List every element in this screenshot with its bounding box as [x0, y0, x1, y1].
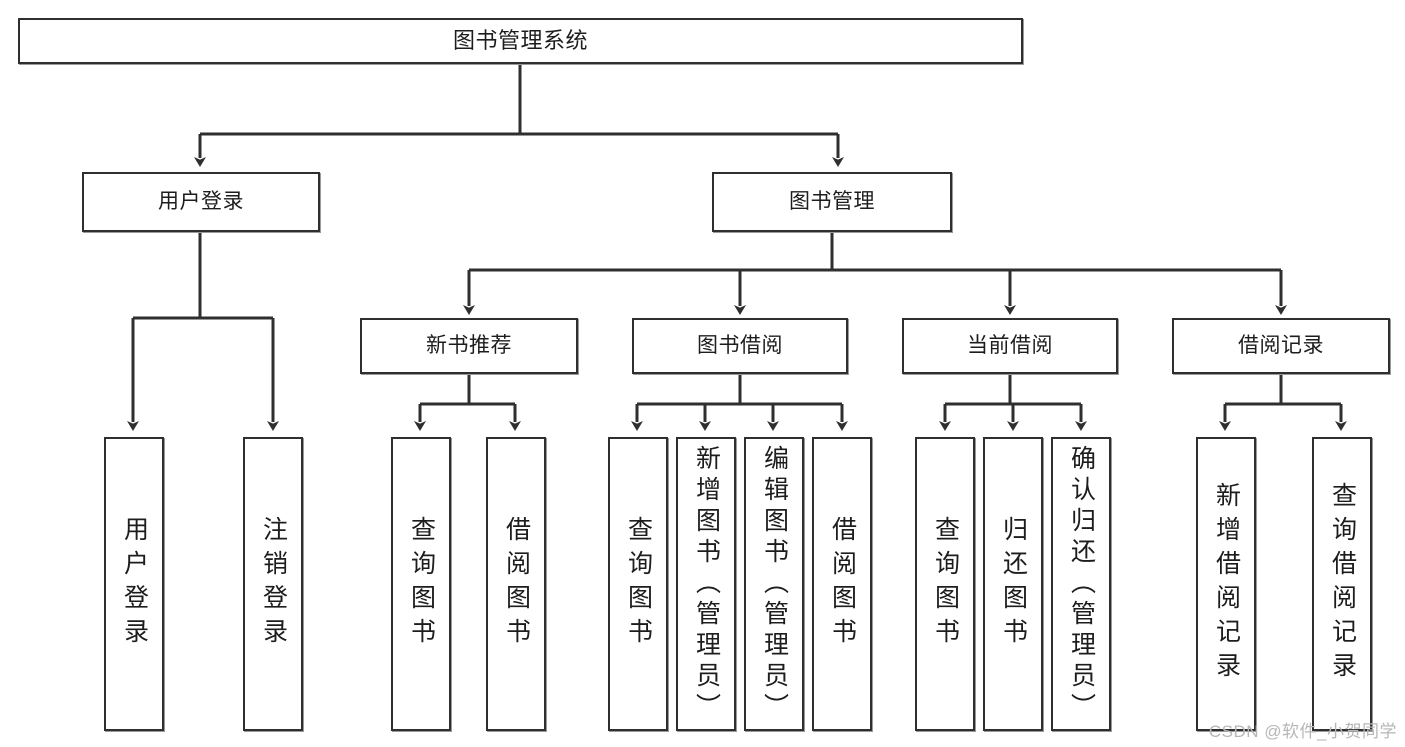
node-leaf-query-book-borrow[interactable]: 查询图书 — [608, 437, 668, 731]
node-current-borrow[interactable]: 当前借阅 — [902, 318, 1118, 374]
node-label: 当前借阅 — [967, 334, 1053, 358]
node-borrow-record[interactable]: 借阅记录 — [1172, 318, 1390, 374]
node-book-manage[interactable]: 图书管理 — [712, 172, 952, 232]
node-user-login[interactable]: 用户登录 — [82, 172, 320, 232]
node-label: 用户登录 — [158, 190, 244, 214]
node-leaf-add-book[interactable]: 新增图书（管理员） — [676, 437, 736, 731]
node-leaf-query-book-current[interactable]: 查询图书 — [915, 437, 975, 731]
node-root-system[interactable]: 图书管理系统 — [18, 18, 1023, 64]
node-leaf-user-login[interactable]: 用户登录 — [104, 437, 164, 731]
node-leaf-query-borrow-record[interactable]: 查询借阅记录 — [1312, 437, 1372, 731]
node-leaf-query-book-recommend[interactable]: 查询图书 — [391, 437, 451, 731]
node-leaf-borrow-book[interactable]: 借阅图书 — [812, 437, 872, 731]
node-leaf-logout-login[interactable]: 注销登录 — [243, 437, 303, 731]
node-label: 注销登录 — [259, 516, 288, 652]
node-label: 新书推荐 — [426, 334, 512, 358]
node-label: 查询图书 — [931, 516, 960, 652]
node-label: 图书管理系统 — [452, 27, 588, 53]
node-leaf-borrow-book-recommend[interactable]: 借阅图书 — [486, 437, 546, 731]
node-leaf-add-borrow-record[interactable]: 新增借阅记录 — [1196, 437, 1256, 731]
node-new-book-recommend[interactable]: 新书推荐 — [360, 318, 578, 374]
node-book-borrow[interactable]: 图书借阅 — [632, 318, 848, 374]
node-label: 查询借阅记录 — [1328, 482, 1357, 686]
node-label: 图书借阅 — [697, 334, 783, 358]
node-label: 新增借阅记录 — [1212, 482, 1241, 686]
node-leaf-edit-book[interactable]: 编辑图书（管理员） — [744, 437, 804, 731]
node-label: 借阅记录 — [1238, 334, 1324, 358]
node-label: 确认归还（管理员） — [1067, 445, 1096, 724]
node-label: 用户登录 — [120, 516, 149, 652]
node-label: 查询图书 — [407, 516, 436, 652]
node-leaf-confirm-return[interactable]: 确认归还（管理员） — [1051, 437, 1111, 731]
node-leaf-return-book[interactable]: 归还图书 — [983, 437, 1043, 731]
node-label: 新增图书（管理员） — [692, 445, 721, 724]
node-label: 借阅图书 — [828, 516, 857, 652]
node-label: 查询图书 — [624, 516, 653, 652]
node-label: 编辑图书（管理员） — [760, 445, 789, 724]
node-label: 图书管理 — [789, 190, 875, 214]
node-label: 归还图书 — [999, 516, 1028, 652]
node-label: 借阅图书 — [502, 516, 531, 652]
